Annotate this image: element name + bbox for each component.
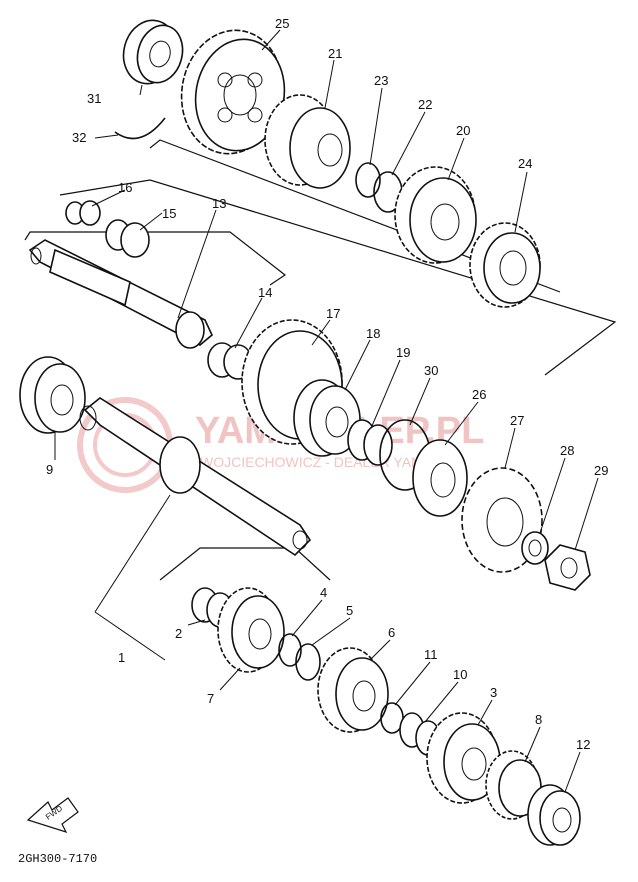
callout-25: 25: [275, 16, 289, 31]
callout-11: 11: [424, 647, 438, 662]
part-7-gear: [217, 587, 285, 673]
callout-6: 6: [388, 625, 395, 640]
callout-16: 16: [118, 180, 132, 195]
part-21-gear: [264, 94, 351, 189]
callout-27: 27: [510, 413, 524, 428]
callout-31: 31: [87, 91, 101, 106]
part-9-bearing: [19, 356, 86, 434]
part-28-lock-washer: [521, 531, 549, 565]
callout-23: 23: [374, 73, 388, 88]
part-20-gear: [394, 166, 477, 264]
part-12-bearing: [527, 784, 581, 846]
part-31-bearing: [122, 19, 184, 85]
callout-14: 14: [258, 285, 272, 300]
callout-4: 4: [320, 585, 327, 600]
leader-bracket-1a: [94, 494, 171, 613]
part-6-gear: [317, 647, 389, 733]
assembly-box-mainshaft: [24, 231, 287, 286]
part-13-shaft: [28, 239, 213, 349]
assembly-box-upper: [59, 179, 617, 376]
part-23-circlip: [355, 162, 381, 198]
callout-26: 26: [472, 387, 486, 402]
callout-1: 1: [118, 650, 125, 665]
callout-19: 19: [396, 345, 410, 360]
part-25-gear: [180, 29, 286, 155]
callout-30: 30: [424, 363, 438, 378]
part-29-nut: [544, 544, 591, 591]
part-26-plate: [412, 439, 468, 517]
callout-29: 29: [594, 463, 608, 478]
callout-24: 24: [518, 156, 532, 171]
callout-21: 21: [328, 46, 342, 61]
callout-8: 8: [535, 712, 542, 727]
part-32-circlip: [114, 117, 166, 140]
part-16-bushing: [65, 200, 101, 226]
callout-7: 7: [207, 691, 214, 706]
front-direction-marker: FWD: [26, 797, 79, 833]
diagram-reference-code: 2GH300-7170: [18, 852, 97, 866]
callout-28: 28: [560, 443, 574, 458]
callout-3: 3: [490, 685, 497, 700]
part-15-bushing: [105, 219, 150, 258]
callout-20: 20: [456, 123, 470, 138]
callout-13: 13: [212, 196, 226, 211]
callout-10: 10: [453, 667, 467, 682]
assembly-box-lower: [159, 547, 331, 581]
part-1-drive-axle: [79, 397, 312, 557]
part-4-washer: [278, 633, 302, 667]
callout-32: 32: [72, 130, 86, 145]
callout-22: 22: [418, 97, 432, 112]
callout-12: 12: [576, 737, 590, 752]
callout-18: 18: [366, 326, 380, 341]
part-3-gear: [426, 712, 501, 804]
leader-bracket-1b: [94, 611, 166, 661]
callout-5: 5: [346, 603, 353, 618]
callout-labels: 25 21 23 22 20 24 31 32 16 15 13 14 17 1…: [46, 16, 608, 752]
callout-15: 15: [162, 206, 176, 221]
callout-9: 9: [46, 462, 53, 477]
part-5-circlip: [295, 643, 321, 681]
callout-17: 17: [326, 306, 340, 321]
leader-lines: [54, 29, 599, 793]
part-24-gear: [469, 222, 541, 308]
callout-2: 2: [175, 626, 182, 641]
